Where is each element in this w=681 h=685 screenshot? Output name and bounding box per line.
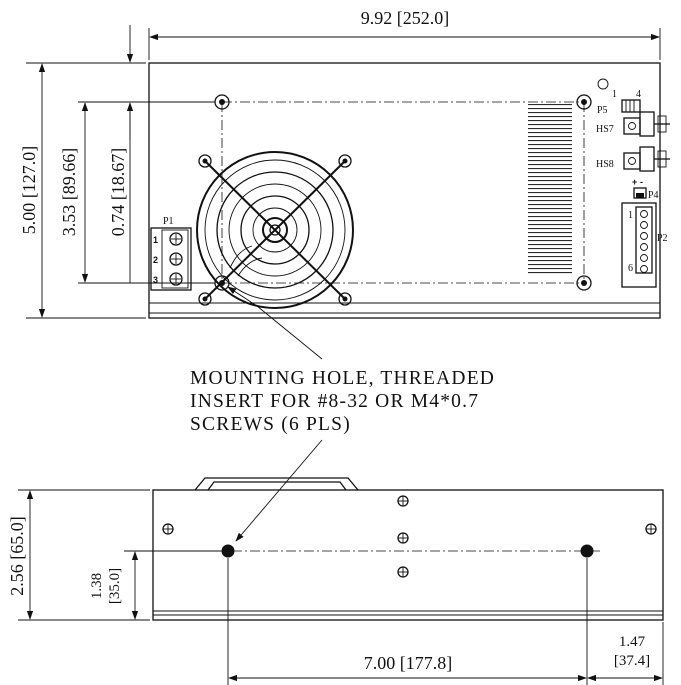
- p1-label: P1: [163, 216, 174, 227]
- dim-hole-offset-edge: 0.74 [18.67]: [108, 148, 128, 237]
- dim-side-hole-spacing: 7.00 [177.8]: [364, 653, 453, 673]
- mounting-hole-callout: MOUNTING HOLE, THREADED INSERT FOR #8-32…: [190, 286, 495, 542]
- screw-icon: [162, 523, 174, 535]
- fan-icon: [196, 151, 354, 309]
- dim-side-hole-offset: 1.47: [619, 634, 646, 650]
- p4-label: P4: [648, 190, 659, 201]
- dim-overall-length: 9.92 [252.0]: [361, 8, 450, 28]
- callout-line-1: MOUNTING HOLE, THREADED: [190, 368, 495, 389]
- screw-icon: [397, 495, 409, 507]
- connector-p5: 1 4 P5: [597, 89, 641, 116]
- heatsink-tab-hs8: HS8: [596, 146, 670, 172]
- led-indicator-icon: [597, 78, 609, 90]
- mounting-hole-icon: [576, 275, 592, 291]
- p1-pin-label: 2: [153, 255, 158, 265]
- screw-icon: [645, 523, 657, 535]
- hs7-label: HS7: [596, 124, 614, 135]
- dim-side-hole-offset-metric: [37.4]: [614, 653, 650, 669]
- side-view: 2.56 [65.0] 1.38 [35.0] 7.00 [177.8] 1.4…: [7, 477, 664, 685]
- screw-icon: [397, 532, 409, 544]
- p5-label: P5: [597, 105, 608, 116]
- connector-p2: 1 6 P2: [621, 202, 668, 288]
- p1-pin-label: 3: [153, 275, 158, 285]
- p2-label: P2: [657, 233, 668, 244]
- hole-icon: [580, 544, 594, 558]
- connector-p1: P1 1 2 3: [150, 216, 192, 291]
- p4-pin-label: -: [640, 177, 643, 187]
- handle-icon: [194, 477, 359, 491]
- side-view-body: [152, 489, 664, 621]
- dim-side-hole-height: 1.38: [89, 573, 105, 599]
- dim-hole-spacing: 3.53 [89.66]: [59, 148, 79, 237]
- p5-pin-label: 1: [612, 89, 617, 100]
- dim-overall-width: 5.00 [127.0]: [19, 146, 39, 235]
- top-view-body: [148, 62, 661, 319]
- hs8-label: HS8: [596, 159, 614, 170]
- dim-side-hole-height-metric: [35.0]: [107, 568, 123, 604]
- heatsink-fins: [528, 102, 572, 274]
- p4-pin-label: +: [632, 177, 637, 187]
- p2-pin-label: 1: [628, 210, 633, 221]
- connector-p4: + - P4: [632, 177, 659, 201]
- callout-line-3: SCREWS (6 PLS): [190, 414, 351, 435]
- screw-icon: [397, 566, 409, 578]
- p5-pin-label: 4: [636, 89, 641, 100]
- top-view: P1 1 2 3 1 4 P5 HS7 HS8 + -: [19, 8, 670, 319]
- mounting-hole-icon: [576, 94, 592, 110]
- callout-line-2: INSERT FOR #8-32 OR M4*0.7: [190, 391, 479, 412]
- heatsink-tab-hs7: HS7: [596, 111, 670, 137]
- hole-icon: [221, 544, 235, 558]
- p2-pin-label: 6: [628, 263, 633, 274]
- p1-pin-label: 1: [153, 235, 158, 245]
- dim-height: 2.56 [65.0]: [7, 516, 27, 596]
